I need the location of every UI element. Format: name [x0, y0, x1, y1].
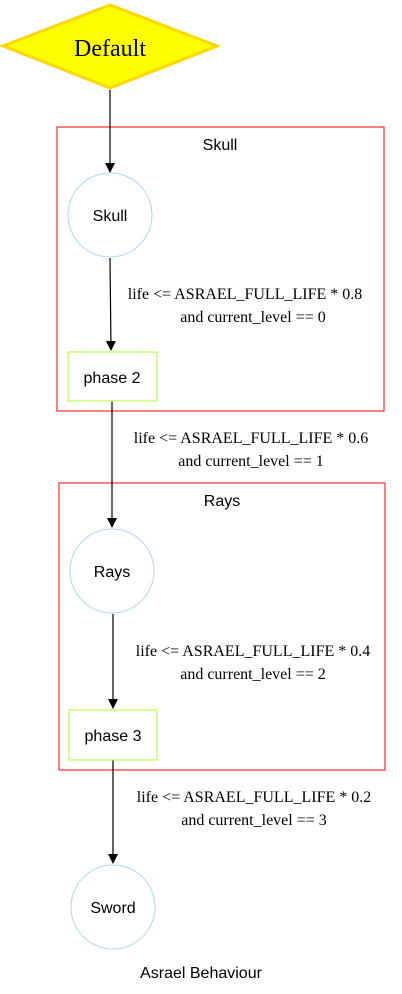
node-sword	[70, 864, 156, 950]
cluster-rays	[58, 482, 386, 771]
node-phase-2	[67, 351, 158, 402]
node-phase-3	[68, 709, 158, 761]
node-sword-label: Sword	[90, 900, 135, 917]
node-rays	[69, 528, 155, 614]
cluster-skull	[56, 126, 385, 412]
start-node-default	[0, 3, 222, 90]
edge-label-1-line2: and current_level == 0	[180, 309, 326, 326]
graph-title: Asrael Behaviour	[140, 965, 263, 982]
node-rays-label: Rays	[94, 564, 130, 581]
edge-skull-to-phase2	[105, 257, 116, 351]
edge-label-1-line1: life <= ASRAEL_FULL_LIFE * 0.8	[128, 286, 362, 303]
edge-label-4-line2: and current_level == 3	[181, 812, 327, 829]
cluster-rays-label: Rays	[204, 493, 240, 510]
cluster-skull-label: Skull	[203, 137, 238, 154]
node-skull	[67, 172, 153, 258]
start-node-label: Default	[74, 36, 146, 62]
edge-label-3-line1: life <= ASRAEL_FULL_LIFE * 0.4	[136, 643, 370, 660]
node-skull-label: Skull	[93, 208, 128, 225]
edge-label-2-line1: life <= ASRAEL_FULL_LIFE * 0.6	[134, 430, 368, 447]
edge-label-4-line1: life <= ASRAEL_FULL_LIFE * 0.2	[137, 789, 371, 806]
node-phase-3-label: phase 3	[85, 728, 142, 745]
edge-label-2-line2: and current_level == 1	[178, 453, 324, 470]
node-phase-2-label: phase 2	[84, 370, 141, 387]
edge-label-3-line2: and current_level == 2	[180, 666, 326, 683]
